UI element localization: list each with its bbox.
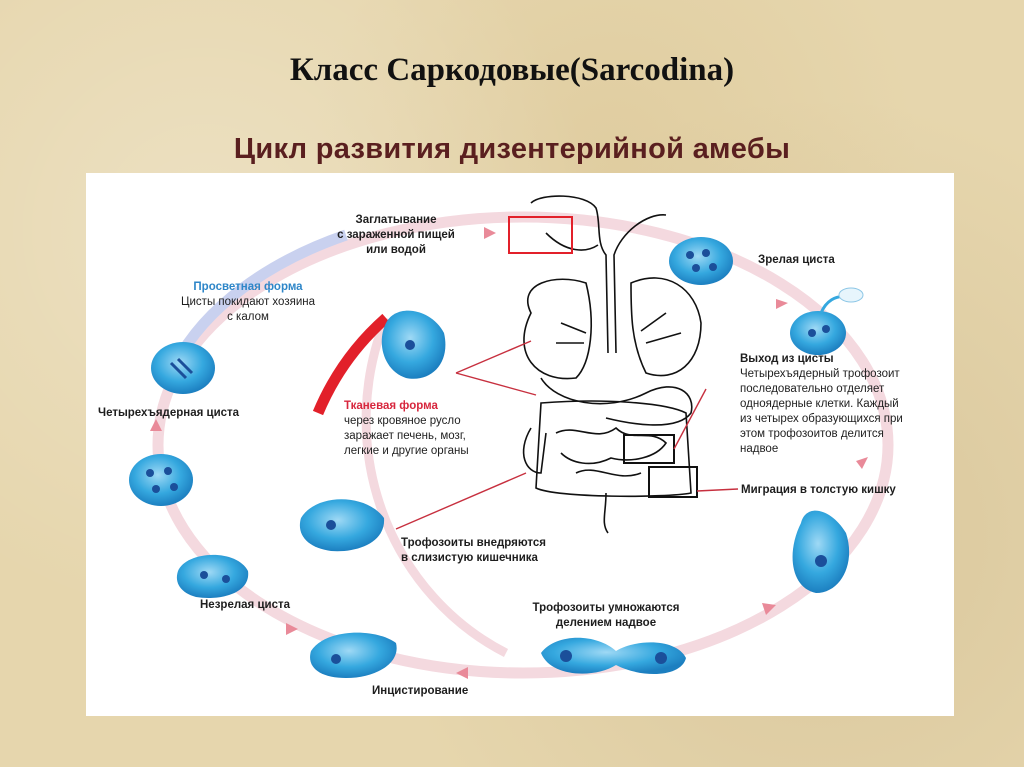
slide-subtitle: Цикл развития дизентерийной амебы [233, 133, 791, 165]
lumen-form-label: Просветная форма Цисты покидают хозяина … [181, 281, 315, 323]
dividing-trophozoite-icon [541, 637, 686, 675]
small-intestine-box [623, 434, 675, 464]
trophozoites-invade-label: Трофозоиты внедряются в слизистую кишечн… [401, 537, 547, 564]
leader-lines [395, 340, 739, 530]
excystation-label: Выход из цисты Четырехъядерный трофозоит… [740, 353, 903, 455]
mouth-highlight-box [508, 216, 573, 254]
cyst-icon [669, 237, 733, 285]
lumen-cyst-icon [151, 342, 215, 394]
encysting-cell-icon [310, 632, 397, 678]
tissue-ring [361, 316, 509, 658]
tissue-trophozoite-icon [381, 310, 446, 379]
immature-cyst-icon [176, 554, 249, 598]
blood-arc [312, 313, 390, 416]
tissue-form-label: Тканевая форма через кровяное русло зара… [344, 400, 469, 457]
lifecycle-diagram-panel: Заглатывание с зараженной пищей или водо… [86, 173, 954, 716]
immature-cyst-label: Незрелая циста [200, 599, 291, 611]
excysting-cell-icon [790, 287, 864, 355]
amoeba-cell-icon [792, 510, 850, 593]
lifecycle-diagram [129, 195, 894, 679]
four-nuclear-cyst-label: Четырехъядерная циста [98, 407, 240, 419]
trophozoite-invading-icon [299, 499, 385, 552]
mature-cyst-label: Зрелая циста [758, 254, 835, 266]
large-intestine-box [648, 466, 698, 498]
migration-label: Миграция в толстую кишку [741, 484, 896, 496]
trophozoites-multiply-label: Трофозоиты умножаются делением надвое [532, 602, 680, 629]
slide-title: Класс Саркодовые(Sarcodina) [289, 52, 735, 88]
digestive-system-icon [522, 195, 702, 534]
encystation-label: Инцистирование [372, 685, 469, 697]
ingestion-label: Заглатывание с зараженной пищей или водо… [337, 214, 455, 256]
four-nuclear-cyst-icon [129, 454, 193, 506]
